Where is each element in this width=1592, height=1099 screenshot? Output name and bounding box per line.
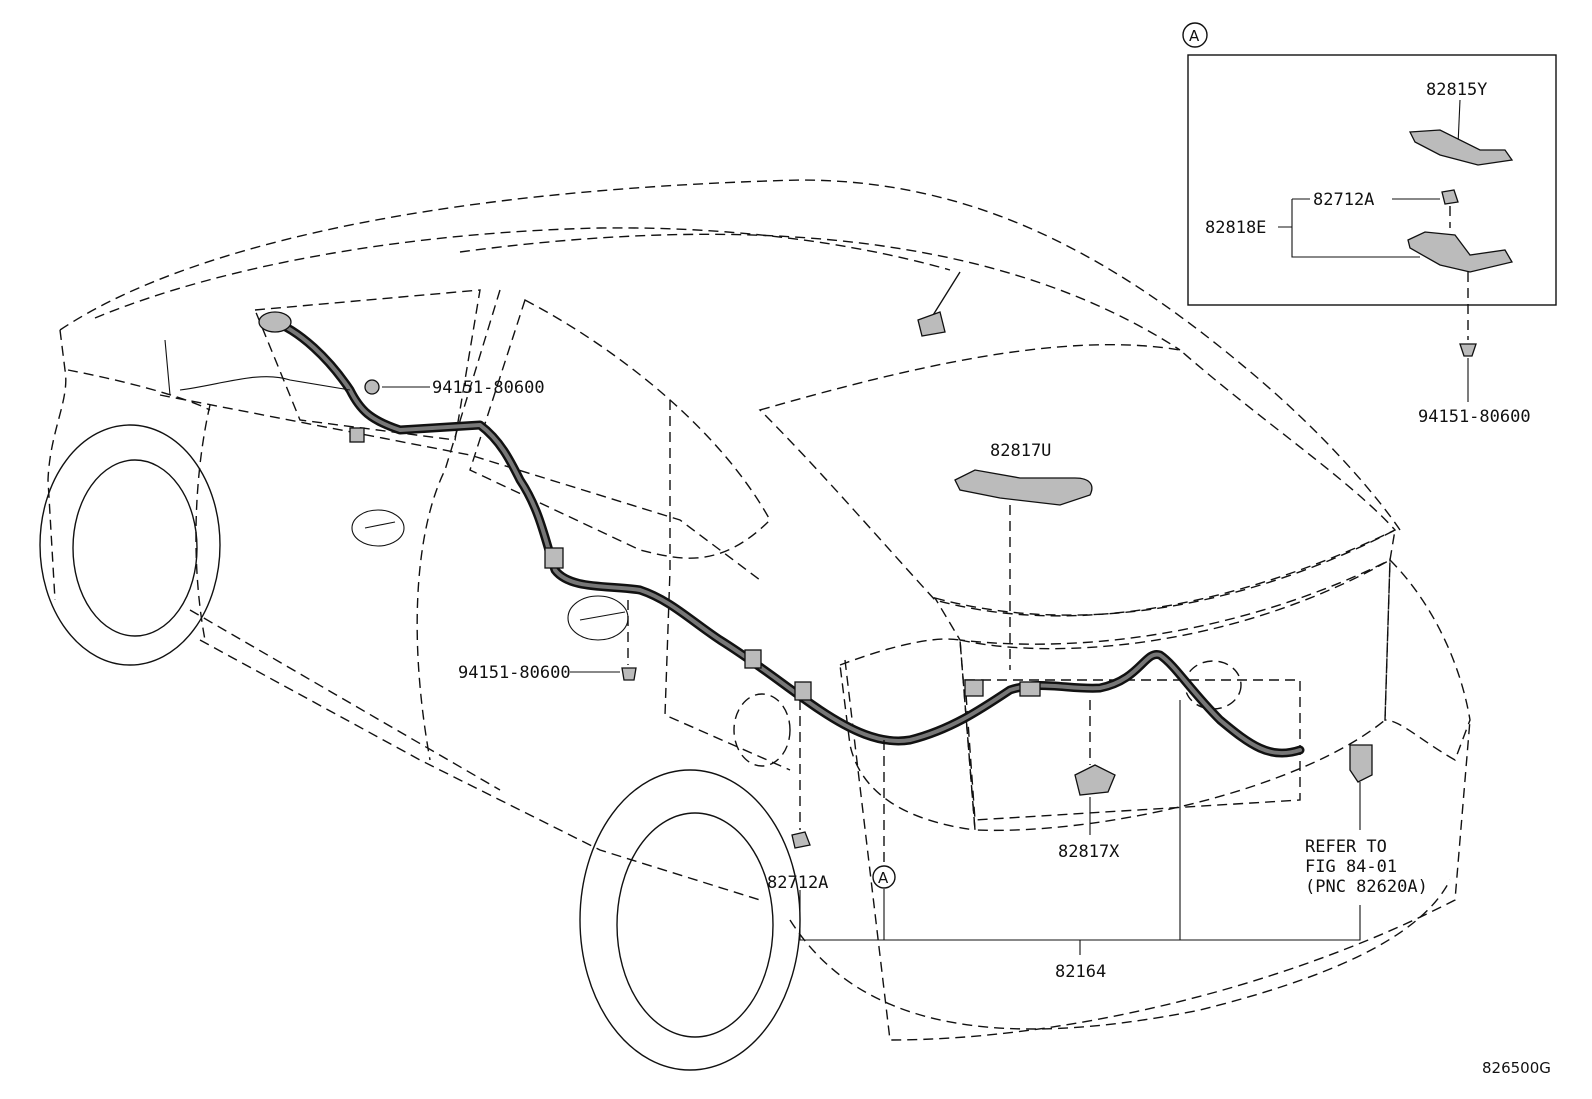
label-82712a-main: 82712A <box>767 873 828 893</box>
label-refer-1: REFER TO <box>1305 837 1387 857</box>
clip-mid-icon <box>621 667 637 681</box>
beltline <box>159 394 761 581</box>
label-82818e: 82818E <box>1205 218 1266 238</box>
callout-a-main: A <box>872 865 896 889</box>
inset-callout-letter: A <box>1189 27 1200 45</box>
label-refer-2: FIG 84-01 <box>1305 857 1397 877</box>
lower-side <box>199 639 761 901</box>
label-82815y: 82815Y <box>1426 80 1487 100</box>
inset-a: A 82815Y 82712A 82818E 94151-80600 <box>1182 22 1557 427</box>
b-pillar <box>416 289 501 761</box>
clamp-82712a-inset-icon <box>1441 189 1459 205</box>
rear-quarter <box>839 638 976 831</box>
label-clip-mid: 94151-80600 <box>458 663 571 683</box>
figure-code: 826500G <box>1482 1059 1551 1077</box>
rear-wheel <box>579 769 801 1071</box>
rear-bumper <box>844 659 1471 1041</box>
spoiler <box>933 528 1396 645</box>
inset-frame <box>1187 54 1557 306</box>
label-clip-upper: 94151-80600 <box>432 378 545 398</box>
front-door-handle <box>351 509 405 547</box>
label-82164: 82164 <box>1055 962 1106 982</box>
roof-panel-line <box>459 233 1181 351</box>
protector-82817x-icon <box>1074 764 1116 796</box>
label-clip-inset: 94151-80600 <box>1418 407 1531 427</box>
bracket-82620a-icon <box>1349 744 1373 783</box>
bumper-lower <box>789 879 1451 1030</box>
label-82817u: 82817U <box>990 441 1051 461</box>
roof-line-inner <box>94 227 951 319</box>
wire-harness-82164 <box>164 311 1305 758</box>
car-body <box>47 179 1471 1041</box>
front-wheel <box>39 424 221 666</box>
rear-window <box>469 298 771 559</box>
rear-door-handle <box>567 595 629 641</box>
svg-text:A: A <box>878 869 889 887</box>
license-area <box>964 679 1301 821</box>
clip-inset-icon <box>1459 343 1477 357</box>
leader-82164 <box>799 700 1361 955</box>
hood-line <box>47 329 67 601</box>
front-fender <box>67 369 211 411</box>
tail-lamp-right <box>1384 558 1471 762</box>
roof-outline <box>59 179 1401 531</box>
label-refer-3: (PNC 82620A) <box>1305 877 1428 897</box>
label-82817x: 82817X <box>1058 842 1120 862</box>
label-82712a-inset: 82712A <box>1313 190 1374 210</box>
clip-upper-icon <box>364 379 380 395</box>
rear-glass <box>758 343 1397 617</box>
rocker <box>189 609 501 791</box>
fuel-lid <box>733 693 791 767</box>
protector-82817u-icon <box>954 469 1093 506</box>
c-pillar <box>664 400 791 771</box>
roof-antenna <box>917 271 961 337</box>
front-window <box>253 289 481 441</box>
clamp-82712a-icon <box>791 831 811 849</box>
protector-82815y-icon <box>1408 129 1514 166</box>
protector-82818e-icon <box>1407 231 1514 273</box>
front-door <box>195 404 211 641</box>
tailgate <box>959 558 1391 832</box>
